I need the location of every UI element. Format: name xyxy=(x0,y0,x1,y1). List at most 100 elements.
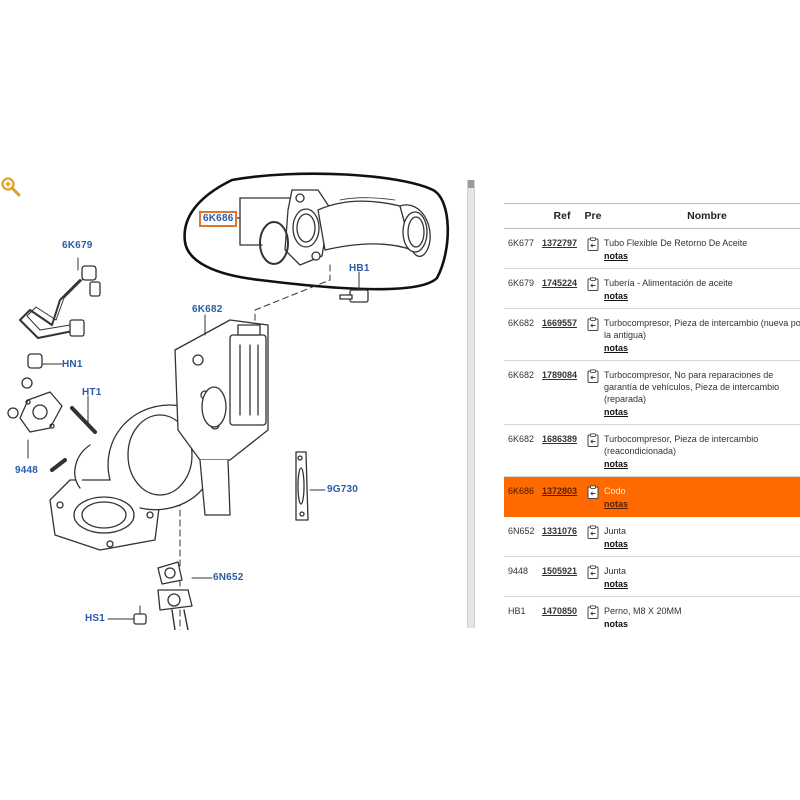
parts-table: Ref Pre Nombre 6K677 1372797 Tubo Flexib… xyxy=(504,203,800,628)
clipboard-arrow-icon[interactable] xyxy=(587,237,599,251)
turbocharger-exploded-diagram xyxy=(7,172,450,630)
oil-supply-pipe-part xyxy=(19,257,101,339)
row-name-text: Turbocompresor, Pieza de intercambio (nu… xyxy=(604,318,800,340)
callout-6k679[interactable]: 6K679 xyxy=(62,240,93,251)
clipboard-arrow-icon[interactable] xyxy=(587,485,599,499)
table-row[interactable]: 6N652 1331076 Junta notas xyxy=(504,516,800,557)
bolt-hb1-part xyxy=(339,271,369,303)
row-notes-link[interactable]: notas xyxy=(604,251,629,261)
clipboard-arrow-icon[interactable] xyxy=(587,317,599,331)
row-notes-link[interactable]: notas xyxy=(604,539,629,549)
clipboard-arrow-icon[interactable] xyxy=(587,369,599,383)
row-name: Junta notas xyxy=(604,556,800,597)
row-name-text: Turbocompresor, Pieza de intercambio (re… xyxy=(604,434,759,456)
nut-hn1-part xyxy=(27,353,63,369)
clipboard-arrow-icon[interactable] xyxy=(587,433,599,447)
parts-table-header: Ref Pre Nombre xyxy=(504,203,800,229)
zoom-in-magnifier-icon[interactable] xyxy=(0,176,22,198)
row-ref-link[interactable]: 1331076 xyxy=(542,516,582,557)
row-code: 9448 xyxy=(504,556,542,597)
callout-hs1[interactable]: HS1 xyxy=(85,613,106,624)
clipboard-arrow-icon[interactable] xyxy=(587,565,599,579)
callout-hb1[interactable]: HB1 xyxy=(349,263,370,274)
gasket-9g730-part xyxy=(295,451,326,521)
table-row[interactable]: 6K682 1669557 Turbocompresor, Pieza de i… xyxy=(504,308,800,361)
splitter-scroll-thumb[interactable] xyxy=(468,180,474,188)
clipboard-arrow-icon[interactable] xyxy=(587,605,599,619)
pane-splitter[interactable] xyxy=(467,180,475,628)
row-ref-link[interactable]: 1505921 xyxy=(542,556,582,597)
table-row[interactable]: 6K682 1789084 Turbocompresor, No para re… xyxy=(504,360,800,425)
table-row[interactable]: HB1 1470850 Perno, M8 X 20MM notas xyxy=(504,596,800,628)
row-name: Perno, M8 X 20MM notas xyxy=(604,596,800,628)
row-name-text: Junta xyxy=(604,566,627,576)
row-name: Turbocompresor, No para reparaciones de … xyxy=(604,360,800,425)
parts-list-pane: Ref Pre Nombre 6K677 1372797 Tubo Flexib… xyxy=(504,203,800,628)
row-notes-link[interactable]: notas xyxy=(604,291,629,301)
elbow-pipe-part xyxy=(284,189,431,266)
row-pre-cell xyxy=(582,556,604,597)
callout-6k686[interactable]: 6K686 xyxy=(199,211,238,227)
row-code: 6K677 xyxy=(504,228,542,269)
table-row-selected[interactable]: 6K686 1372803 Codo notas xyxy=(504,476,800,517)
hand-drawn-highlight-loop xyxy=(183,172,450,291)
row-name: Codo notas xyxy=(604,476,800,517)
row-pre-cell xyxy=(582,308,604,361)
row-name: Tubo Flexible De Retorno De Aceite notas xyxy=(604,228,800,269)
clipboard-arrow-icon[interactable] xyxy=(587,277,599,291)
row-pre-cell xyxy=(582,268,604,309)
table-row[interactable]: 6K679 1745224 Tubería - Alimentación de … xyxy=(504,268,800,309)
row-ref-link[interactable]: 1669557 xyxy=(542,308,582,361)
callout-6k682[interactable]: 6K682 xyxy=(192,304,223,315)
row-name-text: Codo xyxy=(604,486,626,496)
row-code: 6K682 xyxy=(504,360,542,425)
row-ref-link[interactable]: 1470850 xyxy=(542,596,582,628)
header-code xyxy=(504,203,542,229)
header-name[interactable]: Nombre xyxy=(604,203,800,229)
row-ref-link[interactable]: 1789084 xyxy=(542,360,582,425)
turbocharger-body-part xyxy=(49,314,269,551)
header-ref[interactable]: Ref xyxy=(542,203,582,229)
row-name: Turbocompresor, Pieza de intercambio (nu… xyxy=(604,308,800,361)
row-code: 6N652 xyxy=(504,516,542,557)
row-pre-cell xyxy=(582,228,604,269)
washer-parts xyxy=(7,377,33,419)
row-pre-cell xyxy=(582,360,604,425)
row-code: 6K682 xyxy=(504,308,542,361)
clipboard-arrow-icon[interactable] xyxy=(587,525,599,539)
bolt-hs1-part xyxy=(107,605,147,625)
row-name-text: Tubería - Alimentación de aceite xyxy=(604,278,733,288)
row-ref-link[interactable]: 1745224 xyxy=(542,268,582,309)
header-pre[interactable]: Pre xyxy=(582,203,604,229)
callout-6n652[interactable]: 6N652 xyxy=(213,572,244,583)
stud-ht1-part xyxy=(50,395,97,472)
callout-ht1[interactable]: HT1 xyxy=(82,387,102,398)
parts-diagram-pane[interactable]: 6K686 6K679 HB1 6K682 HN1 HT1 9448 9G730… xyxy=(0,170,462,630)
row-code: 6K682 xyxy=(504,424,542,477)
row-name-text: Perno, M8 X 20MM xyxy=(604,606,682,616)
table-row[interactable]: 9448 1505921 Junta notas xyxy=(504,556,800,597)
row-pre-cell xyxy=(582,476,604,517)
row-ref-link[interactable]: 1372797 xyxy=(542,228,582,269)
row-notes-link[interactable]: notas xyxy=(604,499,629,509)
callout-hn1[interactable]: HN1 xyxy=(62,359,83,370)
row-pre-cell xyxy=(582,516,604,557)
row-name: Junta notas xyxy=(604,516,800,557)
o-ring-seal xyxy=(259,221,289,265)
row-notes-link[interactable]: notas xyxy=(604,459,629,469)
callout-9448[interactable]: 9448 xyxy=(15,465,39,476)
row-name-text: Turbocompresor, No para reparaciones de … xyxy=(604,370,780,404)
row-ref-link[interactable]: 1372803 xyxy=(542,476,582,517)
row-notes-link[interactable]: notas xyxy=(604,579,629,589)
row-notes-link[interactable]: notas xyxy=(604,619,629,628)
callout-9g730[interactable]: 9G730 xyxy=(327,484,359,495)
row-notes-link[interactable]: notas xyxy=(604,407,629,417)
row-code: HB1 xyxy=(504,596,542,628)
table-row[interactable]: 6K682 1686389 Turbocompresor, Pieza de i… xyxy=(504,424,800,477)
row-name: Tubería - Alimentación de aceite notas xyxy=(604,268,800,309)
row-notes-link[interactable]: notas xyxy=(604,343,629,353)
row-name-text: Tubo Flexible De Retorno De Aceite xyxy=(604,238,748,248)
row-name-text: Junta xyxy=(604,526,627,536)
table-row[interactable]: 6K677 1372797 Tubo Flexible De Retorno D… xyxy=(504,228,800,269)
row-ref-link[interactable]: 1686389 xyxy=(542,424,582,477)
